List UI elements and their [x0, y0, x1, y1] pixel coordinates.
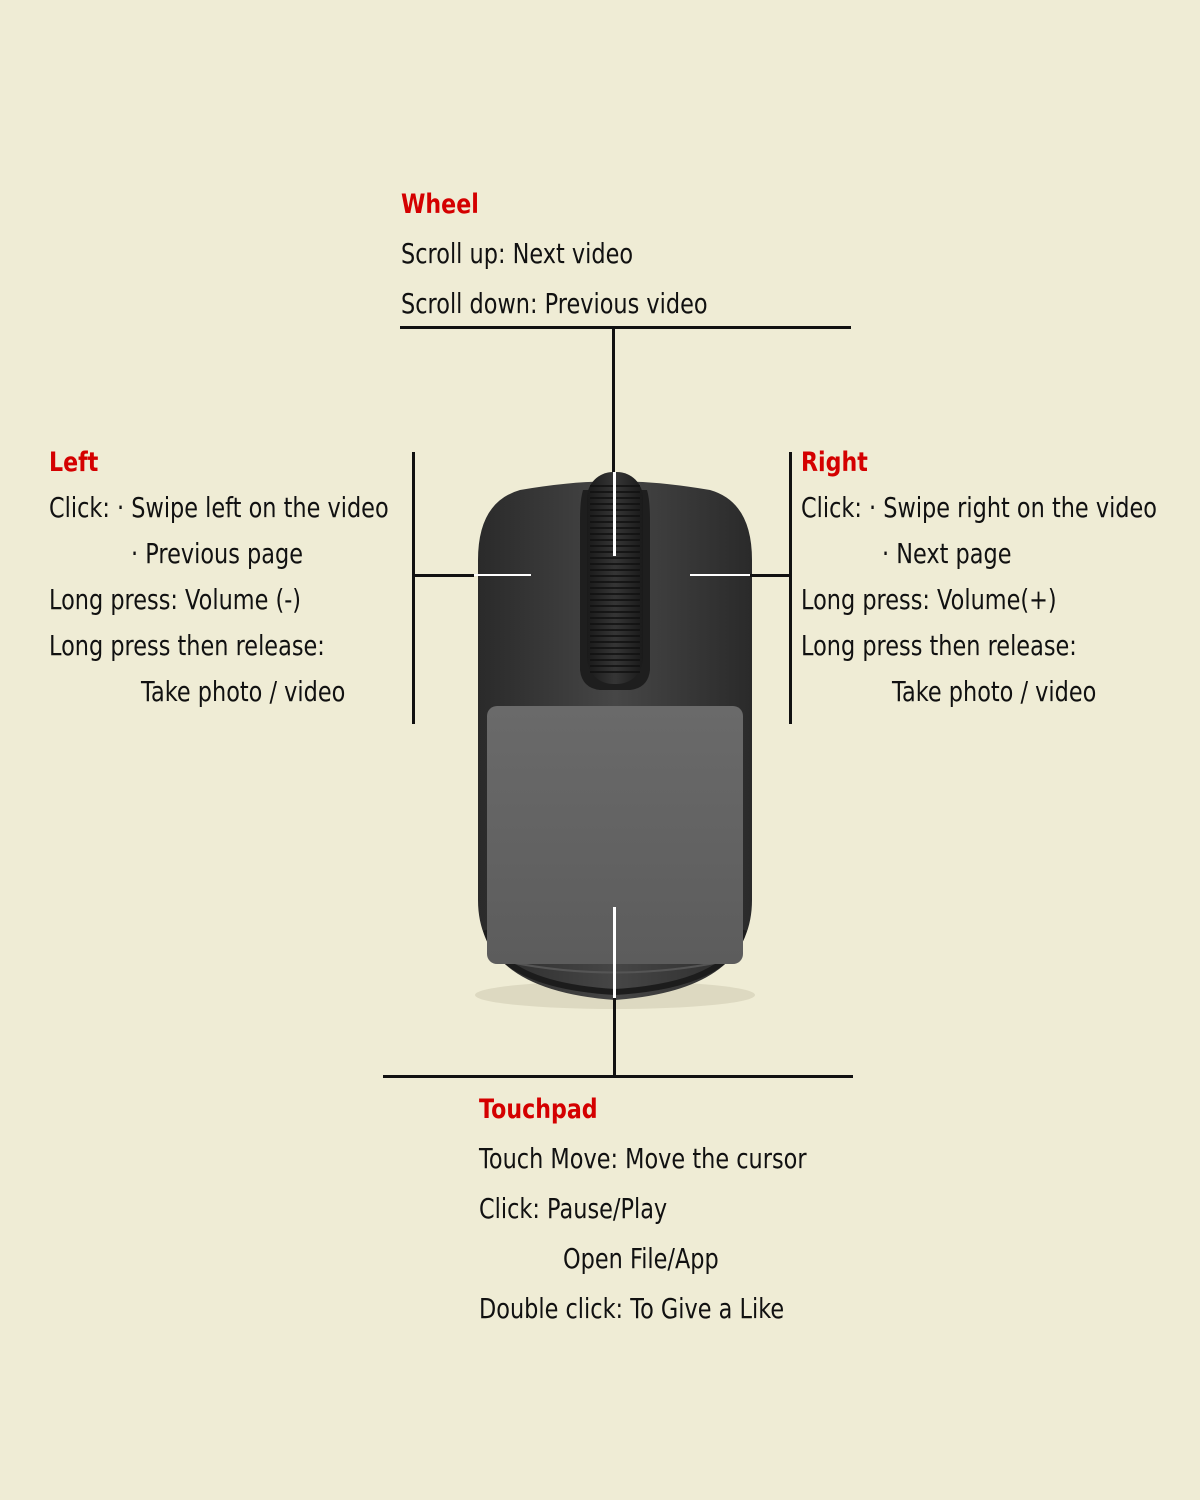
touchpad-line-3: Open File/App: [563, 1242, 719, 1275]
wheel-pointer-line: [613, 472, 616, 556]
right-bracket-vertical: [789, 452, 792, 724]
touchpad-title: Touchpad: [479, 1094, 598, 1125]
touchpad-pointer-line: [613, 907, 616, 998]
right-line-3: Long press: Volume(+): [801, 583, 1057, 616]
right-line-5: Take photo / video: [892, 675, 1097, 708]
left-title: Left: [49, 447, 99, 478]
right-pointer-line: [690, 574, 750, 576]
touchpad-line-4: Double click: To Give a Like: [479, 1292, 785, 1325]
right-connector-horizontal: [750, 574, 792, 577]
right-line-1: Click: · Swipe right on the video: [801, 491, 1158, 524]
left-line-3: Long press: Volume (-): [49, 583, 302, 616]
touchpad-connector-horizontal: [383, 1075, 853, 1078]
right-title: Right: [801, 447, 868, 478]
left-line-5: Take photo / video: [141, 675, 346, 708]
wheel-title: Wheel: [401, 189, 479, 220]
right-line-4: Long press then release:: [801, 629, 1077, 662]
wheel-line-2: Scroll down: Previous video: [401, 287, 708, 320]
wheel-line-1: Scroll up: Next video: [401, 237, 634, 270]
left-connector-horizontal: [412, 574, 474, 577]
wheel-connector-horizontal: [400, 326, 851, 329]
left-pointer-line: [474, 574, 531, 576]
right-line-2: · Next page: [882, 537, 1012, 570]
touchpad-connector-vertical: [613, 998, 616, 1076]
left-line-4: Long press then release:: [49, 629, 325, 662]
left-line-1: Click: · Swipe left on the video: [49, 491, 389, 524]
touchpad-line-1: Touch Move: Move the cursor: [479, 1142, 807, 1175]
touchpad-area: [487, 706, 743, 964]
left-line-2: · Previous page: [131, 537, 303, 570]
left-bracket-vertical: [412, 452, 415, 724]
touchpad-line-2: Click: Pause/Play: [479, 1192, 668, 1225]
wheel-connector-vertical: [612, 326, 615, 472]
